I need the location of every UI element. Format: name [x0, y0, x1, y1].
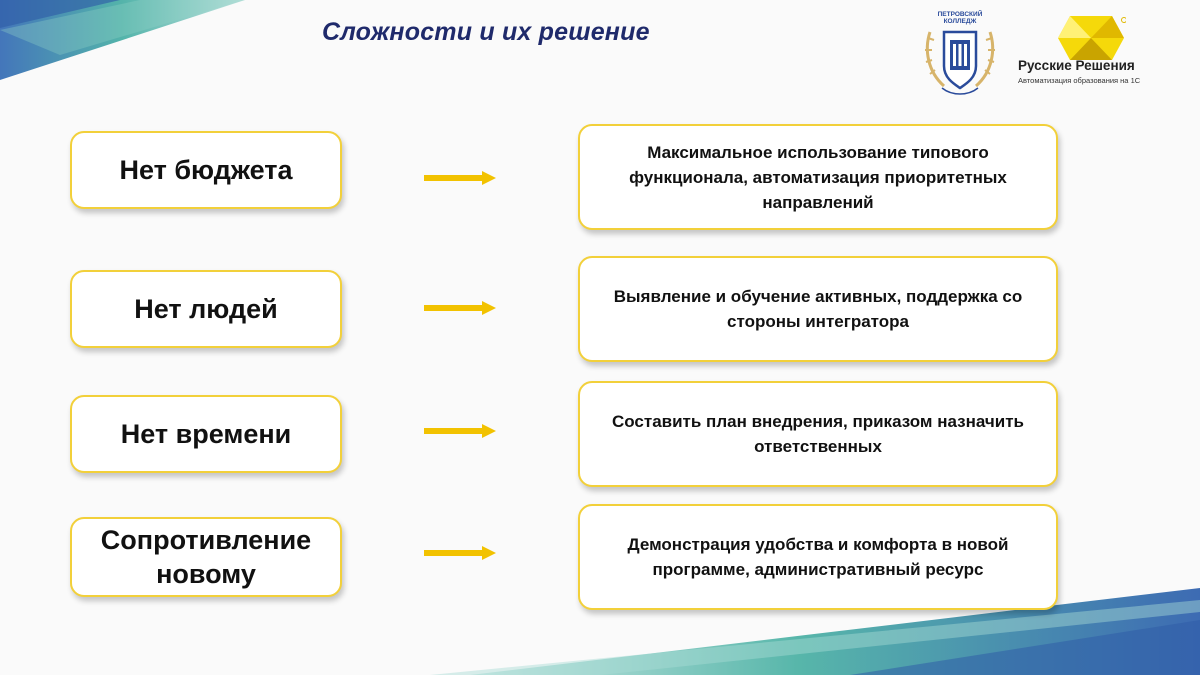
slide-title: Сложности и их решение [322, 18, 650, 46]
solution-text: Составить план внедрения, приказом назна… [611, 412, 1024, 456]
right-arrow-icon [424, 301, 496, 315]
solution-box-people: Выявление и обучение активных, поддержка… [578, 256, 1058, 362]
problem-box-people: Нет людей [70, 270, 342, 348]
right-arrow-icon [424, 546, 496, 560]
russkie-resheniya-tagline: Автоматизация образования на 1С [1018, 76, 1141, 85]
college-crest-icon [925, 30, 995, 95]
solution-box-time: Составить план внедрения, приказом назна… [578, 381, 1058, 487]
solution-text: Выявление и обучение активных, поддержка… [613, 287, 1023, 331]
problem-box-resistance: Сопротивление новому [70, 517, 342, 597]
problem-label: Сопротивление новому [100, 525, 312, 589]
solution-box-resistance: Демонстрация удобства и комфорта в новой… [578, 504, 1058, 610]
right-arrow-icon [424, 424, 496, 438]
russkie-resheniya-name: Русские Решения [1018, 58, 1135, 73]
problem-label: Нет людей [134, 294, 278, 324]
right-arrow-icon [424, 171, 496, 185]
problem-label: Нет времени [120, 419, 292, 449]
yellow-hexagon-logo-icon [1058, 16, 1126, 60]
russkie-resheniya-logo: Русские Решения Автоматизация образовани… [1018, 14, 1158, 94]
solution-text: Максимальное использование типового функ… [629, 142, 1007, 212]
college-logo: ПЕТРОВСКИЙ КОЛЛЕДЖ [922, 10, 998, 102]
solution-text: Демонстрация удобства и комфорта в новой… [627, 535, 1009, 579]
college-logo-text: ПЕТРОВСКИЙ КОЛЛЕДЖ [937, 11, 983, 25]
problem-box-time: Нет времени [70, 395, 342, 473]
solution-box-budget: Максимальное использование типового функ… [578, 124, 1058, 230]
problem-label: Нет бюджета [119, 155, 293, 185]
problem-box-budget: Нет бюджета [70, 131, 342, 209]
